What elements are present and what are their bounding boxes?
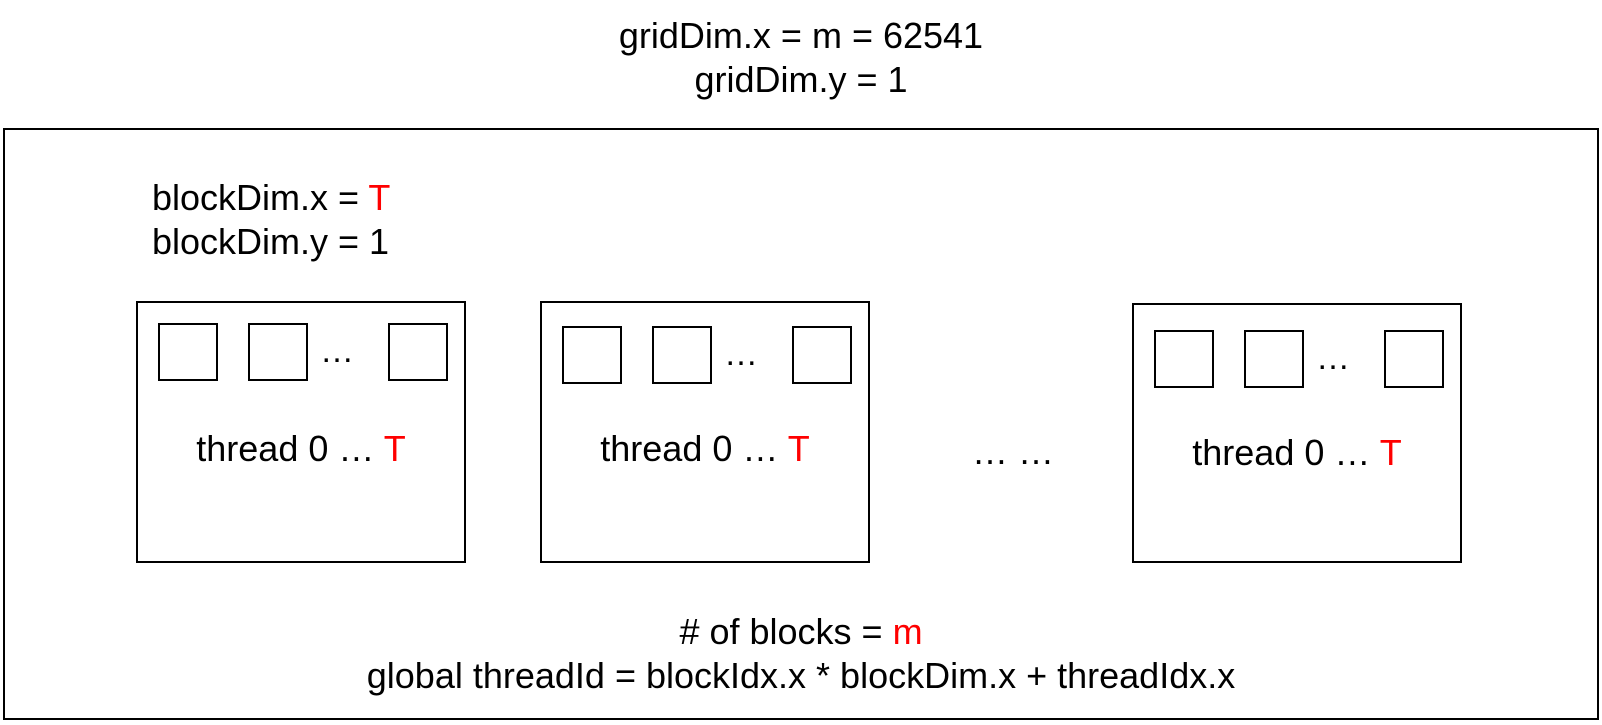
- block-dim-x-label: blockDim.x = T: [152, 176, 390, 220]
- thread-cell: [1154, 330, 1214, 388]
- grid-footer: # of blocks = m global threadId = blockI…: [0, 610, 1602, 698]
- thread-ellipsis: …: [320, 332, 354, 370]
- thread-range-label: thread 0 … T: [138, 427, 464, 471]
- thread-cell: [248, 323, 308, 381]
- thread-range-value: T: [787, 428, 810, 469]
- thread-cell: [1384, 330, 1444, 388]
- thread-range-value: T: [1379, 432, 1402, 473]
- thread-ellipsis: …: [1316, 339, 1350, 377]
- thread-cell: [388, 323, 448, 381]
- thread-range-label: thread 0 … T: [1134, 431, 1460, 475]
- thread-range-prefix: thread 0 …: [600, 428, 788, 469]
- global-thread-id-formula: global threadId = blockIdx.x * blockDim.…: [366, 655, 1236, 696]
- grid-dim-y-label: gridDim.y = 1: [694, 59, 908, 100]
- thread-block-last: … thread 0 … T: [1132, 303, 1462, 563]
- thread-block-first: … thread 0 … T: [136, 301, 466, 563]
- block-dimensions: blockDim.x = T blockDim.y = 1: [152, 176, 390, 264]
- thread-range-prefix: thread 0 …: [1192, 432, 1380, 473]
- block-count-label: # of blocks = m: [0, 610, 1602, 654]
- block-count-prefix: # of blocks =: [679, 611, 893, 652]
- thread-range-value: T: [383, 428, 406, 469]
- thread-range-label: thread 0 … T: [542, 427, 868, 471]
- grid-container: [3, 128, 1599, 720]
- thread-range-prefix: thread 0 …: [196, 428, 384, 469]
- thread-cell: [562, 326, 622, 384]
- thread-cell: [652, 326, 712, 384]
- block-dim-x-prefix: blockDim.x =: [152, 177, 369, 218]
- thread-cell: [1244, 330, 1304, 388]
- thread-block-second: … thread 0 … T: [540, 301, 870, 563]
- grid-dimensions: gridDim.x = m = 62541 gridDim.y = 1: [0, 14, 1602, 102]
- block-dim-y-label: blockDim.y = 1: [152, 221, 390, 262]
- thread-cell: [158, 323, 218, 381]
- more-blocks-ellipsis: … …: [972, 431, 1055, 472]
- grid-dim-x-label: gridDim.x = m = 62541: [618, 15, 984, 56]
- block-count-value: m: [892, 611, 923, 652]
- thread-ellipsis: …: [724, 335, 758, 373]
- block-dim-x-value: T: [368, 177, 391, 218]
- thread-cell: [792, 326, 852, 384]
